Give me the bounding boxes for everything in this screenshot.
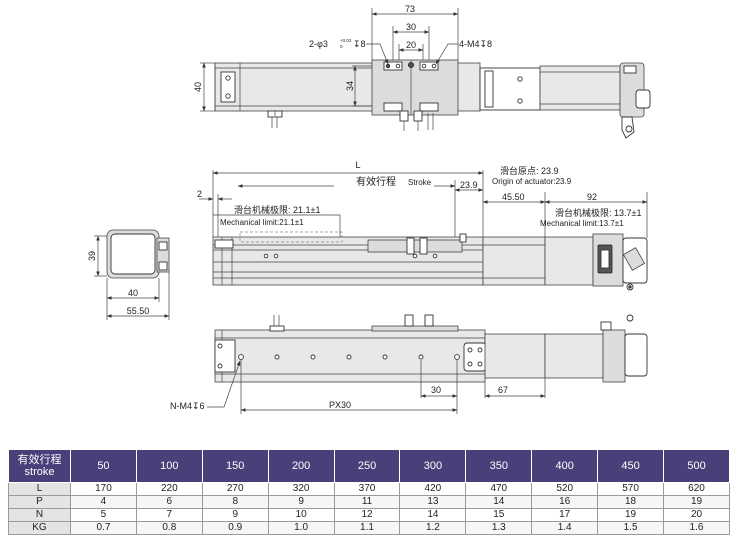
table-row: L 170 220 270 320 370 420 470 520 570 62… <box>8 482 730 496</box>
side-slider <box>367 239 463 253</box>
spec-cell: 1.6 <box>663 521 730 535</box>
dim-2-label: 2 <box>197 189 202 199</box>
spec-stroke-col: 400 <box>531 449 599 483</box>
spec-cell: 1.2 <box>399 521 467 535</box>
mech-limit-left-cn: 滑台机械极限: 21.1±1 <box>234 204 320 215</box>
spec-cell: 1.1 <box>333 521 401 535</box>
origin-label-cn: 滑台原点: 23.9 <box>500 165 559 176</box>
spec-cell: 170 <box>70 482 137 496</box>
spec-stroke-col: 500 <box>663 449 730 483</box>
spec-row-label: N <box>8 508 71 522</box>
dim-67-label: 67 <box>498 385 508 395</box>
spec-stroke-col: 350 <box>465 449 533 483</box>
spec-cell: 1.3 <box>465 521 533 535</box>
spec-cell: 1.0 <box>267 521 335 535</box>
hole-depth: ↧8 <box>353 39 366 49</box>
spec-cell: 16 <box>531 495 599 509</box>
hole-note-left: 2-φ3 <box>309 39 328 49</box>
dim-92-label: 92 <box>587 192 597 202</box>
dim-30-top-label: 30 <box>406 22 416 32</box>
spec-row-label: L <box>8 482 71 496</box>
dim-23-9-label: 23.9 <box>460 180 478 190</box>
spec-stroke-col: 200 <box>267 449 335 483</box>
spec-cell: 520 <box>531 482 599 496</box>
spec-cell: 14 <box>399 508 467 522</box>
spec-cell: 19 <box>663 495 730 509</box>
spec-cell: 20 <box>663 508 730 522</box>
spec-cell: 370 <box>333 482 401 496</box>
dim-40-top-label: 40 <box>193 82 203 92</box>
dim-39-label: 39 <box>87 251 97 261</box>
side-view: L 有效行程 Stroke 23.9 滑台原点: 23.9 Origin of … <box>197 160 648 291</box>
spec-cell: 9 <box>201 508 269 522</box>
spec-cell: 18 <box>597 495 665 509</box>
dimension-drawing: 73 30 20 34 40 2-φ3 +0.02 0 ↧8 4-M4↧8 <box>87 4 651 414</box>
table-row: KG 0.7 0.8 0.9 1.0 1.1 1.2 1.3 1.4 1.5 1… <box>8 521 730 535</box>
spec-cell: 10 <box>267 508 335 522</box>
dim-px30-label: PX30 <box>329 400 351 410</box>
spec-stroke-col: 450 <box>597 449 665 483</box>
dim-30-bottom-label: 30 <box>431 385 441 395</box>
spec-cell: 0.7 <box>70 521 137 535</box>
spec-cell: 14 <box>465 495 533 509</box>
bottom-hole-note: N-M4↧6 <box>170 401 205 411</box>
spec-cell: 320 <box>267 482 335 496</box>
spec-cell: 420 <box>399 482 467 496</box>
spec-cell: 5 <box>70 508 137 522</box>
spec-cell: 1.5 <box>597 521 665 535</box>
spec-table: 有效行程 stroke 50 100 150 200 250 300 350 4… <box>8 449 730 535</box>
dim-20-label: 20 <box>406 40 416 50</box>
end-view: 39 40 55.50 <box>87 229 170 320</box>
spec-stroke-col: 100 <box>135 449 203 483</box>
spec-row-label: KG <box>8 521 71 535</box>
top-view: 73 30 20 34 40 2-φ3 +0.02 0 ↧8 4-M4↧8 <box>193 4 651 139</box>
hole-note-right: 4-M4↧8 <box>459 39 492 49</box>
spec-header-label: 有效行程 stroke <box>8 449 71 483</box>
spec-cell: 9 <box>267 495 335 509</box>
mech-limit-right-cn: 滑台机械极限: 13.7±1 <box>555 207 641 218</box>
spec-stroke-col: 50 <box>70 449 137 483</box>
stroke-label-cn: 有效行程 <box>356 175 396 188</box>
spec-cell: 8 <box>201 495 269 509</box>
dim-73-label: 73 <box>405 4 415 14</box>
table-row: P 4 6 8 9 11 13 14 16 18 19 <box>8 495 730 509</box>
spec-header-label-en: stroke <box>24 466 55 478</box>
spec-cell: 19 <box>597 508 665 522</box>
spec-stroke-col: 300 <box>399 449 467 483</box>
table-row: N 5 7 9 10 12 14 15 17 19 20 <box>8 508 730 522</box>
spec-cell: 17 <box>531 508 599 522</box>
spec-header-row: 有效行程 stroke 50 100 150 200 250 300 350 4… <box>8 449 730 483</box>
spec-cell: 0.8 <box>135 521 203 535</box>
spec-cell: 13 <box>399 495 467 509</box>
dim-55-50-label: 55.50 <box>127 306 150 316</box>
hole-tolerance-upper: +0.02 <box>340 38 352 43</box>
spec-stroke-col: 150 <box>201 449 269 483</box>
spec-header-label-cn: 有效行程 <box>17 454 62 466</box>
spec-row-label: P <box>8 495 71 509</box>
spec-cell: 220 <box>135 482 203 496</box>
spec-cell: 7 <box>135 508 203 522</box>
spec-cell: 6 <box>135 495 203 509</box>
stroke-label-en: Stroke <box>408 178 432 187</box>
spec-cell: 12 <box>333 508 401 522</box>
spec-cell: 570 <box>597 482 665 496</box>
spec-cell: 1.4 <box>531 521 599 535</box>
dim-L-label: L <box>355 160 360 170</box>
mech-limit-left-en: Mechanical limit:21.1±1 <box>220 218 304 227</box>
hole-tolerance-lower: 0 <box>340 44 343 49</box>
spec-cell: 11 <box>333 495 401 509</box>
spec-cell: 270 <box>201 482 269 496</box>
dim-34-label: 34 <box>345 81 355 91</box>
dim-40-end-label: 40 <box>128 288 138 298</box>
origin-label-en: Origin of actuator:23.9 <box>492 177 572 186</box>
spec-cell: 4 <box>70 495 137 509</box>
spec-cell: 620 <box>663 482 730 496</box>
dim-45-50-label: 45.50 <box>502 192 525 202</box>
spec-cell: 0.9 <box>201 521 269 535</box>
mech-limit-right-en: Mechanical limit:13.7±1 <box>540 219 624 228</box>
spec-cell: 15 <box>465 508 533 522</box>
spec-cell: 470 <box>465 482 533 496</box>
bottom-view: PX30 30 67 N-M4↧6 <box>170 314 648 414</box>
spec-stroke-col: 250 <box>333 449 401 483</box>
